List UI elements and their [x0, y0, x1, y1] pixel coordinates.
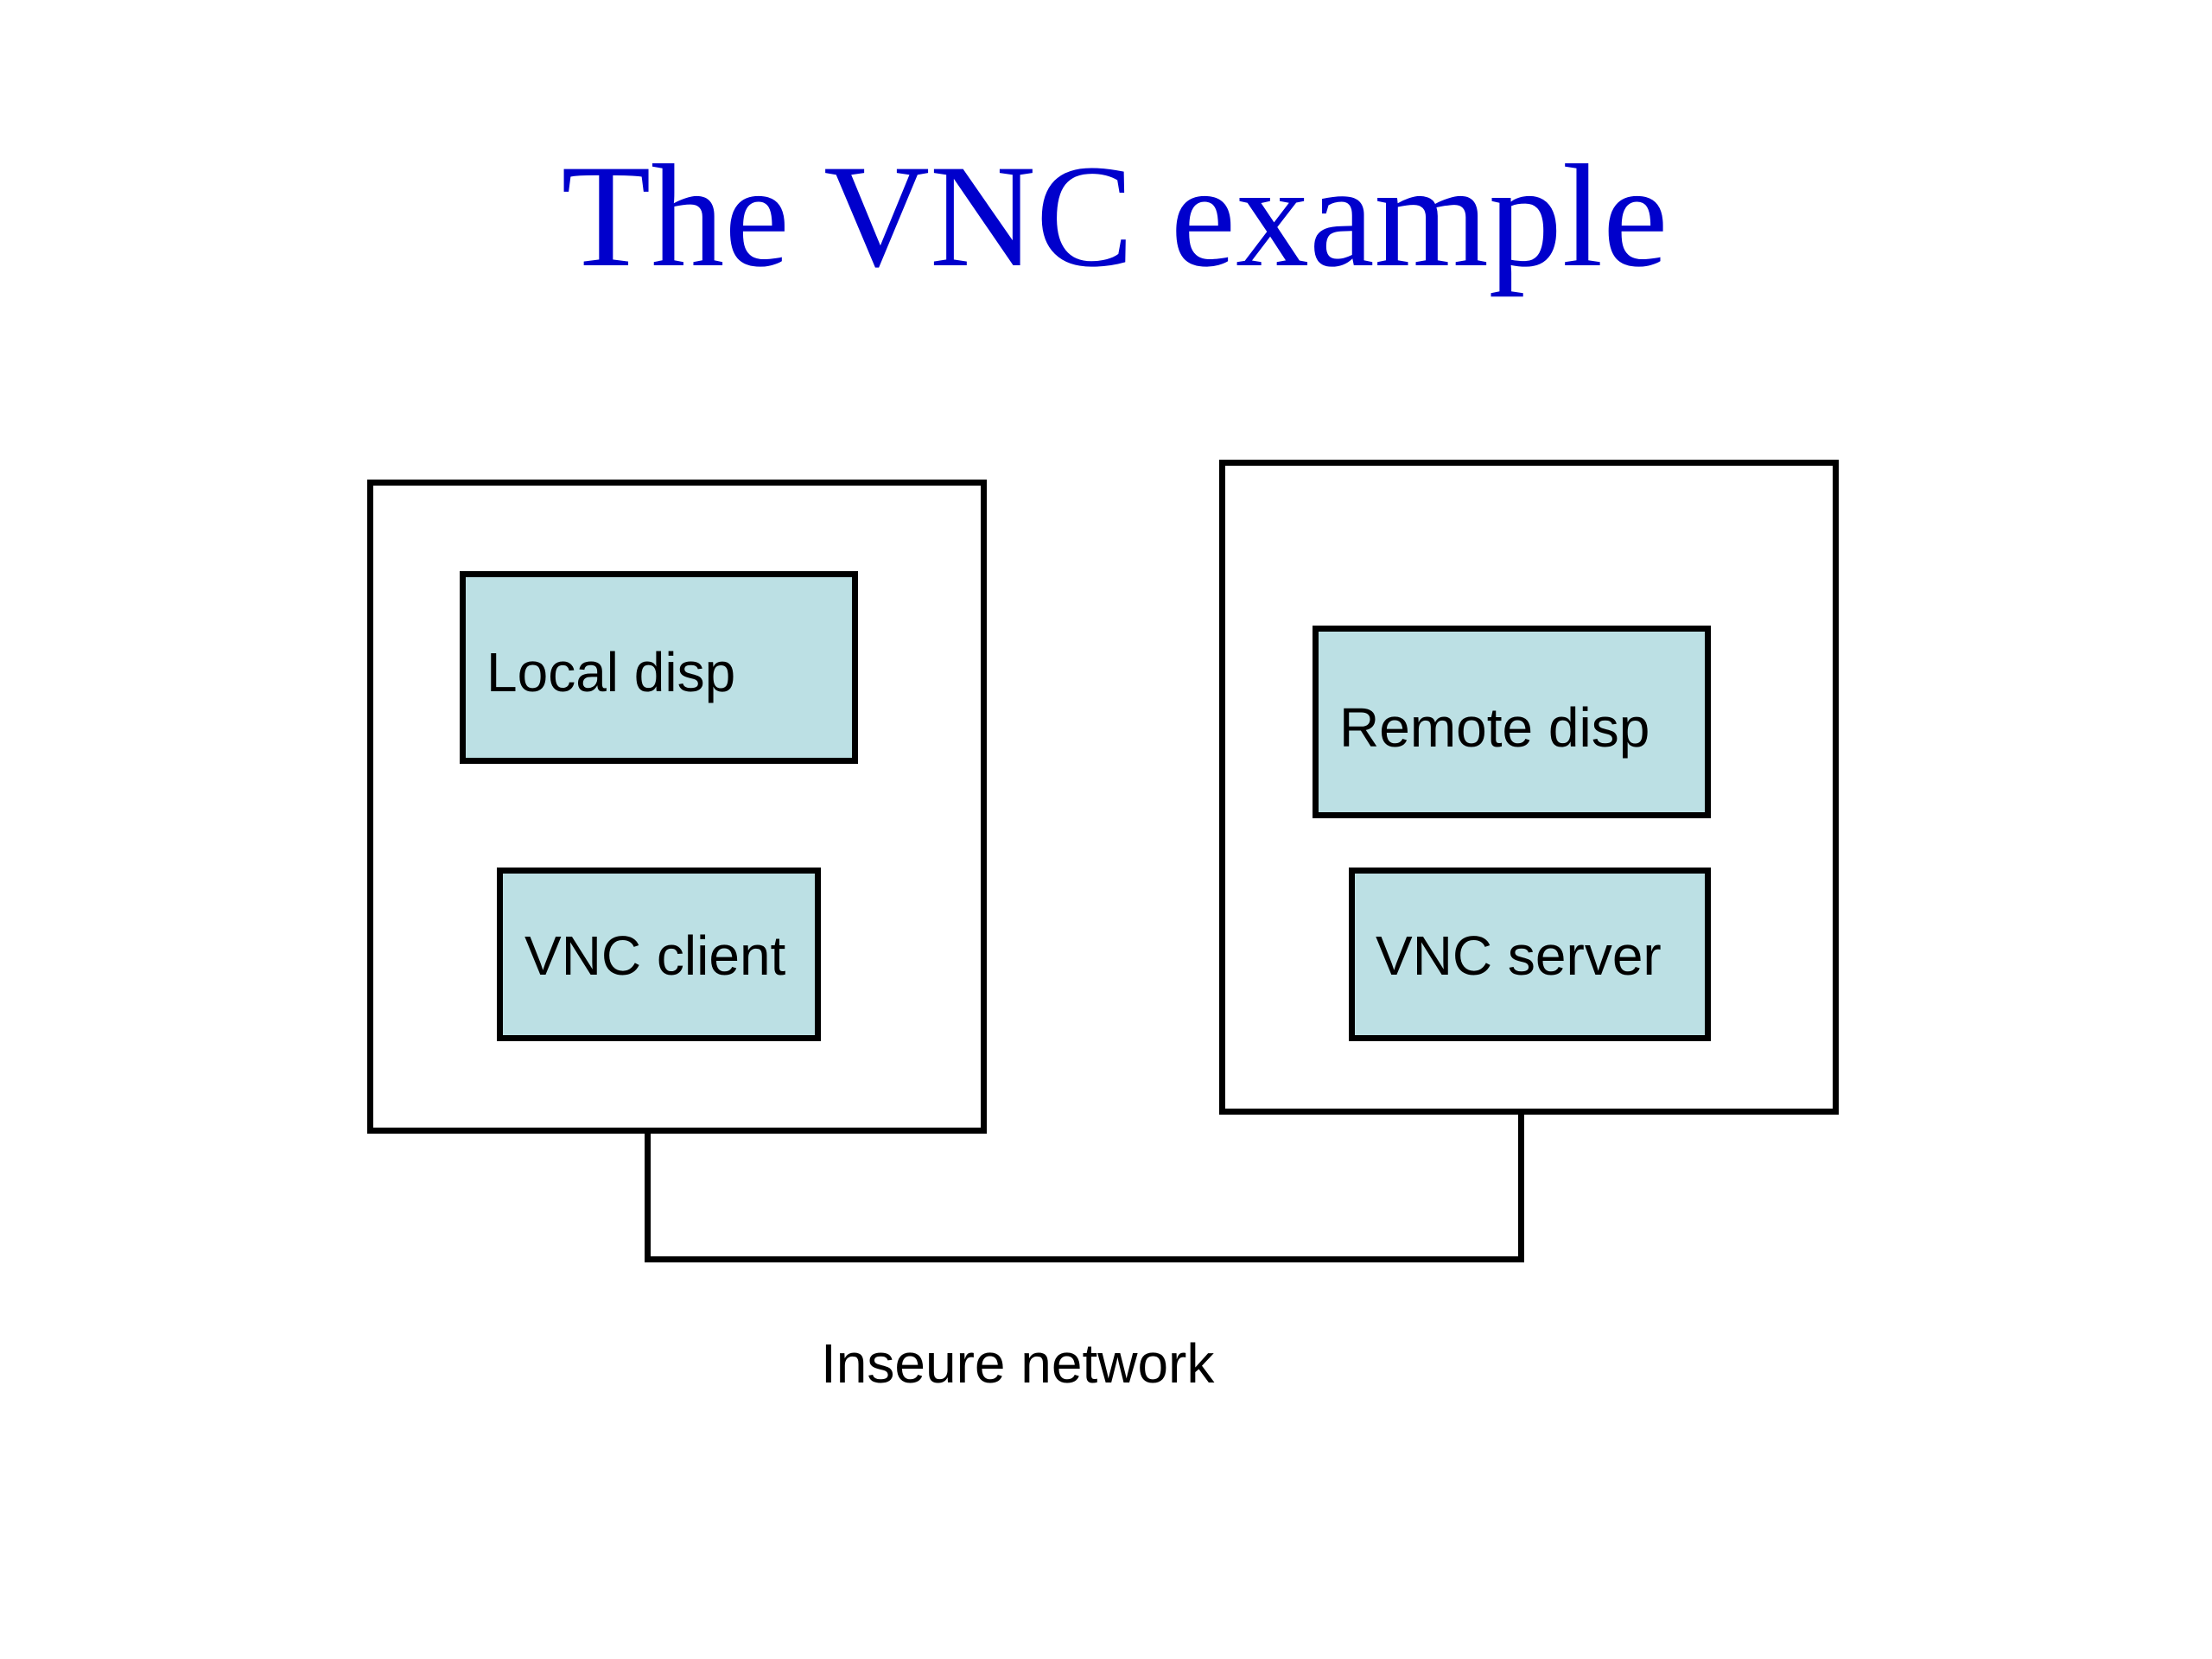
- local-display-label: Local disp: [486, 641, 736, 703]
- vnc-client-box: [497, 868, 821, 1041]
- network-line-horizontal: [645, 1256, 1524, 1262]
- vnc-server-label: VNC server: [1376, 925, 1662, 987]
- network-line-left-vertical: [645, 1130, 651, 1262]
- vnc-client-label: VNC client: [524, 925, 786, 987]
- remote-display-box: [1313, 626, 1711, 818]
- remote-display-label: Remote disp: [1339, 696, 1650, 759]
- slide-title: The VNC example: [561, 135, 1669, 297]
- network-label: Inseure network: [821, 1332, 1215, 1395]
- local-display-box: [460, 571, 858, 764]
- network-line-right-vertical: [1518, 1111, 1524, 1262]
- vnc-server-box: [1349, 868, 1711, 1041]
